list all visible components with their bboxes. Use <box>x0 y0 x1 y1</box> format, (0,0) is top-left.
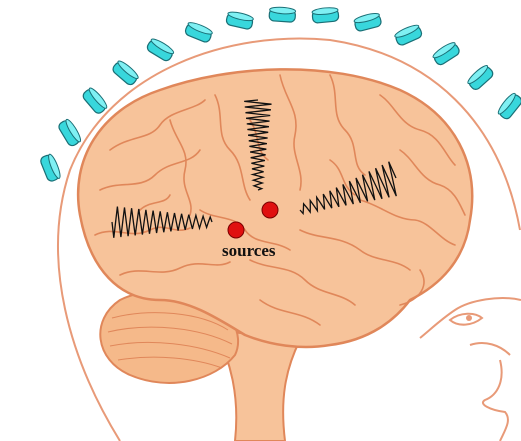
sources-label: sources <box>222 241 276 260</box>
eye-icon <box>450 314 482 325</box>
eeg-electrode-icon <box>81 86 109 115</box>
eeg-electrode-icon <box>496 92 521 121</box>
eeg-electrode-icon <box>39 153 62 182</box>
source-dot-left <box>228 222 244 238</box>
source-dot-right <box>262 202 278 218</box>
eeg-electrode-icon <box>111 59 140 87</box>
eeg-electrode-icon <box>184 21 213 44</box>
eeg-electrode-icon <box>353 12 382 32</box>
pupil <box>466 315 472 321</box>
eeg-electrode-icon <box>394 23 424 46</box>
eeg-electrode-icon <box>269 6 296 22</box>
eeg-electrode-icon <box>225 10 254 30</box>
eeg-electrode-icon <box>431 40 461 66</box>
eeg-electrode-icon <box>57 118 83 148</box>
eeg-electrode-icon <box>146 37 176 63</box>
eeg-electrode-icon <box>466 64 495 92</box>
eeg-electrode-icon <box>312 7 339 24</box>
